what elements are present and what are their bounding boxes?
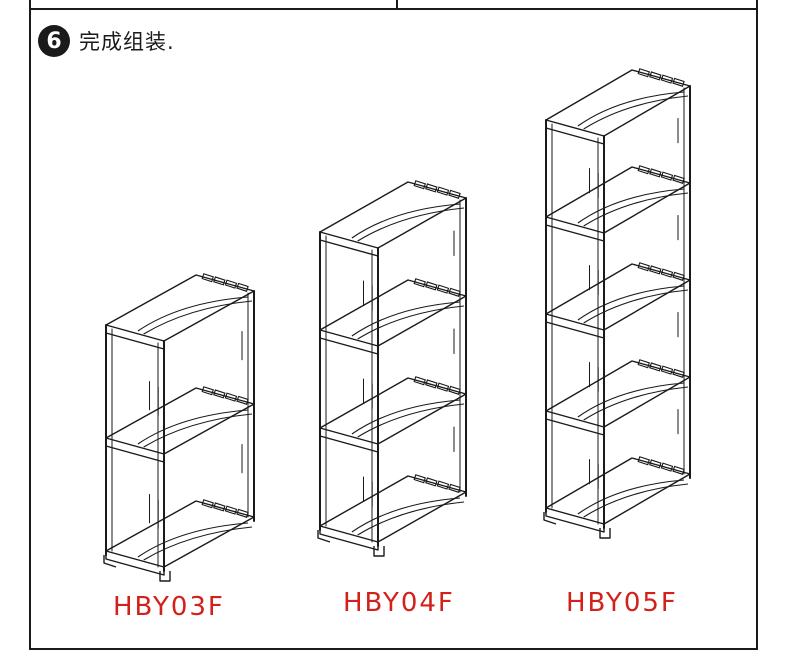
shelf-illustration-hby03f (103, 273, 255, 582)
top-rule (29, 8, 758, 10)
step-header: 6 完成组装. (38, 24, 175, 58)
shelf-illustration-hby04f (317, 180, 467, 557)
page-frame (29, 0, 758, 650)
top-divider (396, 0, 398, 9)
step-title: 完成组装. (79, 30, 175, 54)
model-label-hby03f: HBY03F (113, 592, 225, 622)
model-label-hby04f: HBY04F (343, 588, 455, 618)
step-number-badge: 6 (38, 25, 70, 57)
model-label-hby05f: HBY05F (566, 588, 678, 618)
shelf-illustration-hby05f (543, 68, 691, 539)
